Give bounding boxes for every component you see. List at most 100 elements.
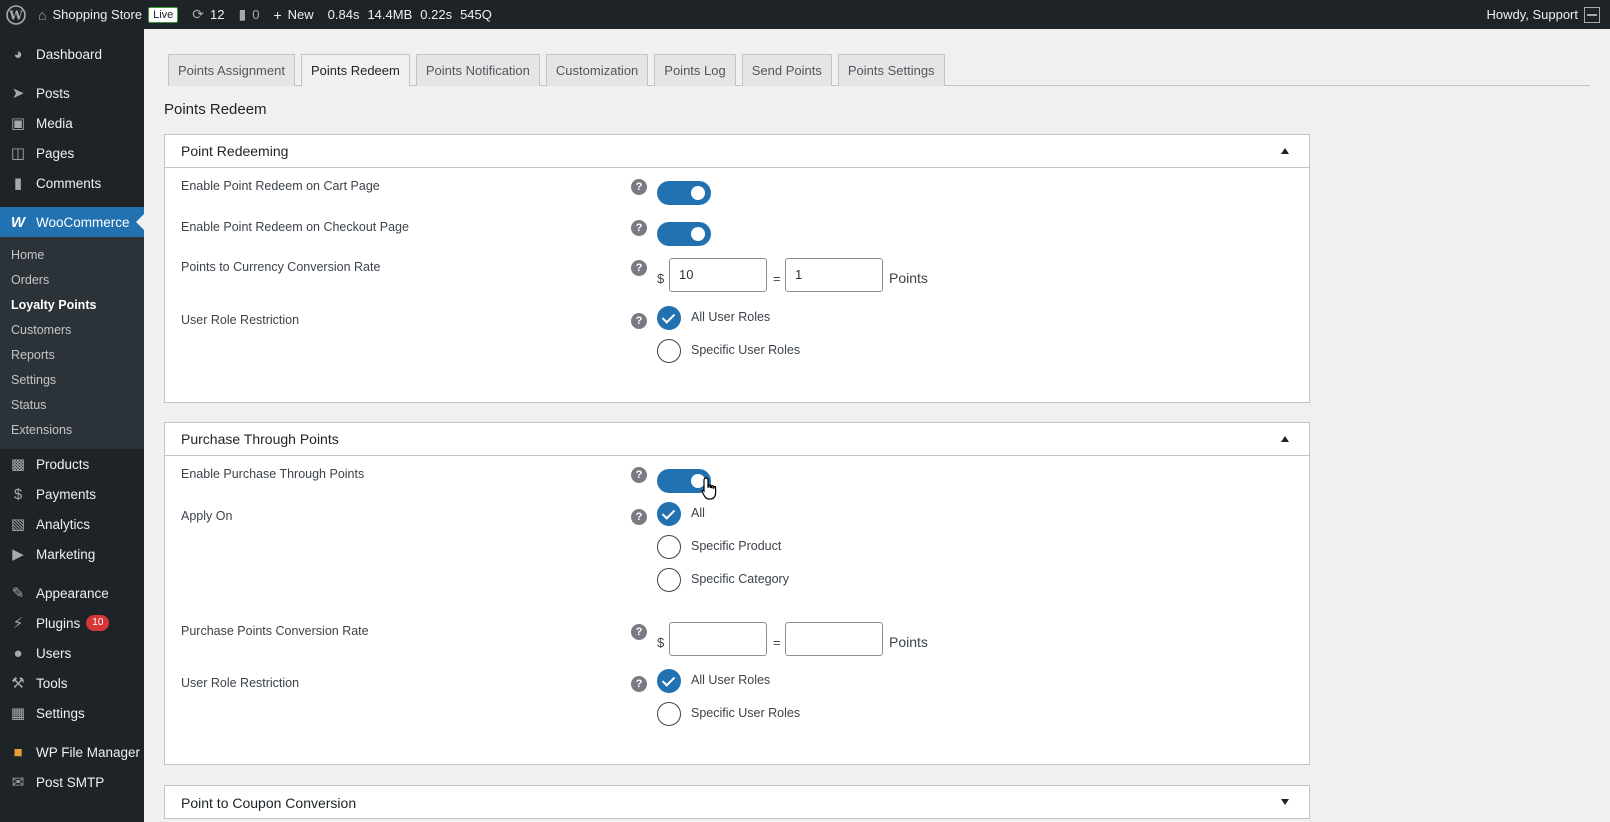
menu-analytics[interactable]: ▧ Analytics (0, 509, 144, 539)
menu-label: Marketing (36, 546, 96, 562)
stat-time: 0.84s (327, 7, 360, 22)
all-user-roles-label: All User Roles (691, 310, 771, 324)
tab-points-settings[interactable]: Points Settings (837, 54, 945, 86)
mail-icon: ✉ (11, 774, 25, 791)
specific-user-roles-radio[interactable] (657, 339, 681, 363)
user-account-menu[interactable]: Howdy, Support (1479, 0, 1610, 29)
settings-tabs: Points Assignment Points Redeem Points N… (168, 54, 1590, 87)
all-user-roles-radio[interactable] (657, 306, 681, 330)
comment-icon: ▮ (13, 175, 23, 192)
menu-label: Dashboard (36, 46, 103, 62)
menu-products[interactable]: ▩Products (0, 449, 144, 479)
stat-memory: 14.4MB (367, 7, 413, 22)
specific-user-roles-radio[interactable] (657, 702, 681, 726)
avatar (1584, 6, 1600, 23)
stat-db-time: 0.22s (420, 7, 453, 22)
wordpress-logo-icon[interactable]: W (1, 0, 31, 29)
all-user-roles-radio[interactable] (657, 669, 681, 693)
menu-label: Settings (36, 705, 85, 721)
menu-users[interactable]: ●Users (0, 638, 144, 668)
woo-icon: W (10, 213, 26, 231)
tab-send-points[interactable]: Send Points (741, 54, 832, 86)
apply-specific-category-label: Specific Category (691, 572, 789, 586)
tab-points-assignment[interactable]: Points Assignment (168, 54, 295, 86)
apply-all-radio[interactable] (657, 502, 681, 526)
menu-post-smtp[interactable]: ✉Post SMTP (0, 767, 144, 797)
bar-chart-icon: ▧ (10, 516, 26, 533)
help-icon[interactable]: ? (631, 624, 647, 640)
comments-link[interactable]: ▮ 0 (231, 0, 266, 29)
currency-amount-input[interactable]: 10 (669, 258, 767, 292)
help-icon[interactable]: ? (631, 467, 647, 483)
dashboard-icon: ◕ (13, 45, 23, 63)
purchase-currency-input[interactable] (669, 622, 767, 656)
enable-purchase-toggle[interactable] (657, 469, 711, 493)
equals-sign: = (773, 271, 781, 286)
conversion-rate-label: Points to Currency Conversion Rate (181, 260, 381, 274)
menu-posts[interactable]: ➤Posts (0, 78, 144, 108)
updates-link[interactable]: ⟳ 12 (185, 0, 231, 29)
help-icon[interactable]: ? (631, 509, 647, 525)
menu-marketing[interactable]: ▶Marketing (0, 539, 144, 569)
menu-appearance[interactable]: ✎Appearance (0, 578, 144, 608)
currency-symbol: $ (657, 271, 665, 286)
menu-wp-file-manager[interactable]: ■WP File Manager (0, 737, 144, 767)
woocommerce-submenu: Home Orders Loyalty Points Customers Rep… (0, 237, 144, 449)
menu-label: Appearance (36, 585, 109, 601)
home-icon: ⌂ (38, 6, 47, 23)
apply-specific-category-radio[interactable] (657, 568, 681, 592)
submenu-home[interactable]: Home (11, 248, 45, 262)
menu-dashboard[interactable]: ◕ Dashboard (0, 39, 144, 69)
submenu-loyalty-points[interactable]: Loyalty Points (11, 298, 97, 312)
tab-points-notification[interactable]: Points Notification (415, 54, 540, 86)
submenu-extensions[interactable]: Extensions (11, 423, 73, 437)
user-role-label: User Role Restriction (181, 313, 300, 327)
new-content-link[interactable]: + New (266, 0, 320, 29)
submenu-settings[interactable]: Settings (11, 373, 57, 387)
tab-points-log[interactable]: Points Log (654, 54, 736, 86)
submenu-orders[interactable]: Orders (11, 273, 50, 287)
stat-queries: 545Q (460, 7, 492, 22)
apply-on-label: Apply On (181, 509, 233, 523)
menu-media[interactable]: ▣Media (0, 108, 144, 138)
submenu-reports[interactable]: Reports (11, 348, 55, 362)
submenu-status[interactable]: Status (11, 398, 47, 412)
checkout-redeem-toggle[interactable] (657, 222, 711, 246)
menu-label: Analytics (36, 516, 91, 532)
tab-customization[interactable]: Customization (545, 54, 649, 86)
site-name: Shopping Store (52, 7, 143, 22)
menu-settings[interactable]: ▦Settings (0, 698, 144, 728)
tab-points-redeem[interactable]: Points Redeem (300, 54, 410, 87)
point-to-coupon-header[interactable]: Point to Coupon Conversion (165, 786, 1309, 819)
points-amount-input[interactable]: 1 (785, 258, 883, 292)
pointer-cursor-icon (701, 477, 717, 500)
menu-label: Comments (36, 175, 102, 191)
collapse-caret-icon[interactable] (1281, 436, 1289, 442)
menu-pages[interactable]: ◫Pages (0, 138, 144, 168)
help-icon[interactable]: ? (631, 179, 647, 195)
apply-specific-product-radio[interactable] (657, 535, 681, 559)
all-user-roles-label: All User Roles (691, 673, 771, 687)
cart-redeem-toggle[interactable] (657, 181, 711, 205)
query-monitor-stats[interactable]: 0.84s 14.4MB 0.22s 545Q (321, 0, 499, 29)
menu-payments[interactable]: $Payments (0, 479, 144, 509)
purchase-through-points-header[interactable]: Purchase Through Points (165, 423, 1309, 456)
help-icon[interactable]: ? (631, 260, 647, 276)
help-icon[interactable]: ? (631, 220, 647, 236)
folder-icon: ■ (13, 743, 23, 761)
collapse-caret-icon[interactable] (1281, 148, 1289, 154)
site-name-link[interactable]: ⌂ Shopping Store Live (31, 0, 185, 29)
submenu-customers[interactable]: Customers (11, 323, 72, 337)
help-icon[interactable]: ? (631, 676, 647, 692)
menu-label: Media (36, 115, 73, 131)
user-role-label: User Role Restriction (181, 676, 300, 690)
purchase-points-input[interactable] (785, 622, 883, 656)
menu-comments[interactable]: ▮ Comments (0, 168, 144, 198)
menu-tools[interactable]: ⚒Tools (0, 668, 144, 698)
point-redeeming-header[interactable]: Point Redeeming (165, 135, 1309, 168)
points-unit-label: Points (889, 634, 928, 650)
help-icon[interactable]: ? (631, 313, 647, 329)
expand-caret-icon[interactable] (1281, 799, 1289, 805)
